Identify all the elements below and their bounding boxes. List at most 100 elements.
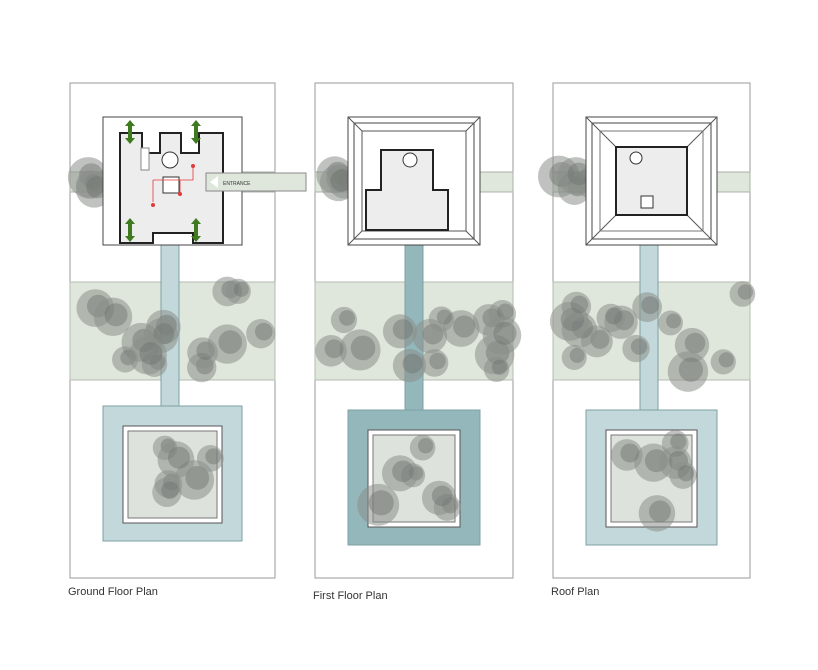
plan-roof	[537, 82, 756, 579]
tree-canopy	[428, 306, 455, 332]
green-arrow-icon	[191, 120, 201, 144]
tree-canopy-shade	[185, 466, 210, 490]
tree-canopy	[557, 157, 595, 195]
tree-canopy-shade	[324, 339, 344, 359]
green-arrow-icon	[191, 218, 201, 242]
tree-canopy	[381, 455, 419, 492]
tree-canopy-shade	[339, 310, 355, 326]
spiral-stair-icon	[402, 152, 418, 168]
tree-canopy	[483, 356, 510, 382]
tree-canopy	[392, 348, 427, 383]
tree-canopy-shade	[392, 460, 414, 483]
tree-canopy-shade	[402, 353, 423, 374]
circulation-route	[152, 168, 194, 202]
tree-canopy	[330, 306, 358, 334]
tree-canopy	[622, 334, 650, 363]
tree-canopy-shade	[218, 330, 243, 354]
tree-canopy-shade	[605, 307, 623, 325]
ground-floor-plan-title: Ground Floor Plan	[68, 586, 158, 598]
roof-step	[599, 130, 704, 232]
tree-canopy-shade	[350, 335, 376, 361]
tree-canopy	[225, 278, 251, 304]
roof-plan-title: Roof Plan	[551, 586, 600, 598]
tree-canopy	[667, 351, 709, 392]
spiral-stair-icon	[161, 151, 179, 169]
tree-canopy-shade	[620, 443, 640, 463]
tree-canopy-shade	[153, 323, 175, 345]
route-arrow-icon	[191, 164, 195, 168]
green-arrow-icon	[125, 218, 135, 242]
tree-canopy-shade	[496, 303, 514, 321]
tree-canopy-shade	[493, 321, 517, 345]
tree-canopy-shade	[205, 448, 222, 465]
tree-canopy	[207, 324, 247, 364]
tree-canopy-shade	[649, 500, 671, 523]
tree-canopy	[596, 303, 625, 333]
skylight	[640, 195, 654, 209]
tree-canopy-shade	[161, 481, 179, 500]
tree-canopy	[93, 297, 133, 337]
tree-canopy-shade	[368, 490, 394, 516]
tree-canopy	[315, 335, 347, 367]
tree-canopy-shade	[392, 319, 414, 340]
tree-canopy-shade	[429, 352, 446, 370]
tree-canopy	[710, 349, 736, 375]
plan-ground: ENTRANCE	[67, 82, 307, 579]
tree-canopy-shade	[684, 332, 706, 354]
tree-canopy	[638, 495, 676, 532]
tree-canopy-shade	[233, 281, 249, 297]
water-channel	[639, 229, 659, 416]
tree-canopy	[196, 445, 224, 472]
tree-canopy-shade	[670, 433, 687, 450]
plan-first	[314, 82, 522, 579]
tree-canopy-shade	[666, 313, 681, 329]
tree-canopy	[658, 310, 683, 336]
tree-canopy-shade	[718, 352, 734, 368]
tree-canopy	[561, 291, 592, 322]
tree-canopy	[409, 434, 436, 461]
green-arrow-icon	[125, 120, 135, 144]
tree-canopy-shade	[104, 303, 128, 327]
tree-canopy-shade	[167, 446, 191, 469]
tree-canopy-shade	[491, 359, 508, 375]
tree-canopy-shade	[453, 315, 476, 338]
tree-canopy	[246, 318, 276, 349]
tree-canopy-shade	[139, 341, 163, 365]
spiral-stair-icon	[629, 151, 643, 165]
entrance-label: ENTRANCE	[223, 181, 251, 187]
tree-canopy	[632, 292, 663, 323]
tree-canopy	[482, 316, 522, 355]
tree-canopy	[561, 344, 587, 370]
tree-canopy	[157, 441, 195, 479]
tree-canopy	[420, 349, 449, 377]
tree-canopy	[729, 281, 756, 307]
tree-canopy-shade	[330, 169, 353, 192]
atrium-void	[162, 176, 180, 194]
entrance-path	[205, 172, 307, 192]
tree-canopy-shade	[641, 296, 660, 315]
tree-canopy	[152, 477, 182, 507]
tree-canopy	[382, 314, 417, 349]
tree-canopy	[669, 461, 697, 489]
tree-canopy	[128, 336, 167, 375]
tree-canopy	[611, 439, 643, 471]
roof-hip-lines	[585, 116, 718, 246]
tree-canopy-shade	[677, 465, 695, 482]
tree-canopy	[339, 329, 381, 371]
tree-canopy-shade	[678, 357, 704, 382]
roof-hip-lines	[347, 116, 481, 246]
tree-canopy-shade	[570, 295, 589, 314]
tree-canopy-shade	[436, 309, 452, 325]
tree-canopy-shade	[569, 347, 585, 363]
first-floor-walls	[365, 149, 449, 231]
tree-canopy-shade	[417, 437, 434, 454]
tree-canopy-shade	[254, 322, 273, 341]
bench	[140, 147, 150, 171]
tree-canopy-shade	[630, 338, 648, 355]
tree-canopy-shade	[737, 284, 754, 300]
tree-canopy-shade	[567, 162, 591, 186]
tree-canopy	[357, 483, 400, 526]
entrance-arrow-icon	[210, 176, 218, 188]
first-floor-plan-title: First Floor Plan	[313, 590, 388, 602]
